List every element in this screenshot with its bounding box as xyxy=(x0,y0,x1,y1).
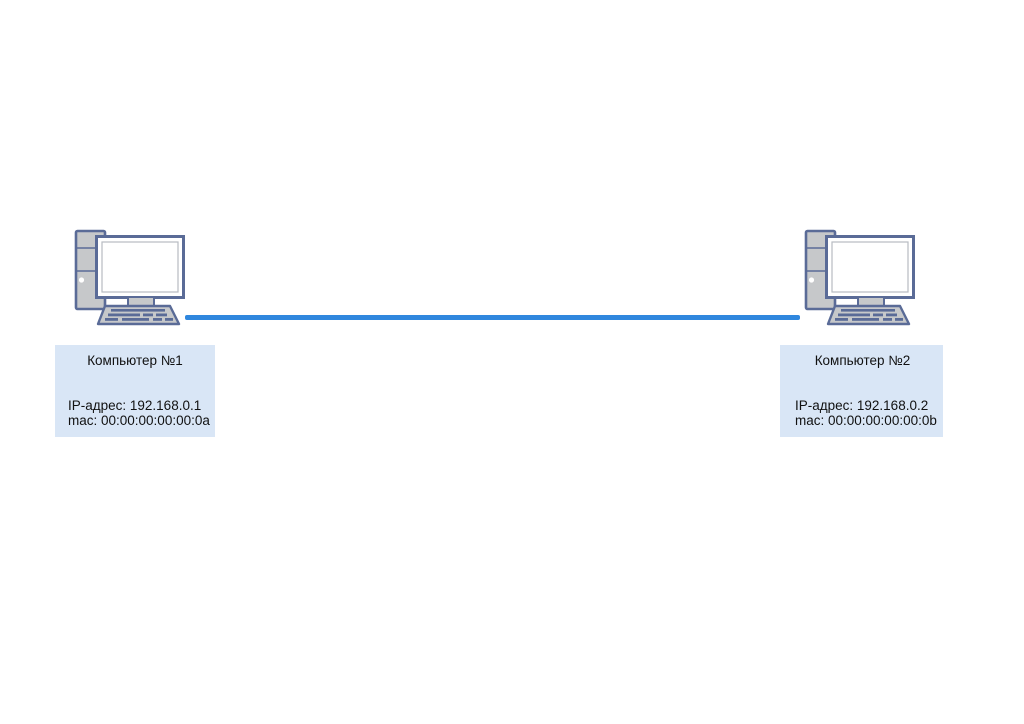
computer-1-mac-address: mac: 00:00:00:00:00:0a xyxy=(68,413,210,428)
computer-2-mac-address: mac: 00:00:00:00:00:0b xyxy=(795,413,937,428)
computer-1-ip-address: IP-адрес: 192.168.0.1 xyxy=(68,398,202,413)
computer-1-desktop-icon xyxy=(72,227,187,327)
computer-1-title: Компьютер №1 xyxy=(87,353,183,368)
computer-1-details: IP-адрес: 192.168.0.1 mac: 00:00:00:00:0… xyxy=(68,398,210,428)
computer-2-details: IP-адрес: 192.168.0.2 mac: 00:00:00:00:0… xyxy=(795,398,937,428)
network-cable-line xyxy=(185,315,800,320)
computer-2-title: Компьютер №2 xyxy=(814,353,911,368)
computer-2-ip-address: IP-адрес: 192.168.0.2 xyxy=(795,398,929,413)
computer-1-label-box: Компьютер №1 IP-адрес: 192.168.0.1 mac: … xyxy=(55,345,215,437)
computer-2-label-box: Компьютер №2 IP-адрес: 192.168.0.2 mac: … xyxy=(780,345,943,437)
computer-2-desktop-icon xyxy=(802,227,917,327)
